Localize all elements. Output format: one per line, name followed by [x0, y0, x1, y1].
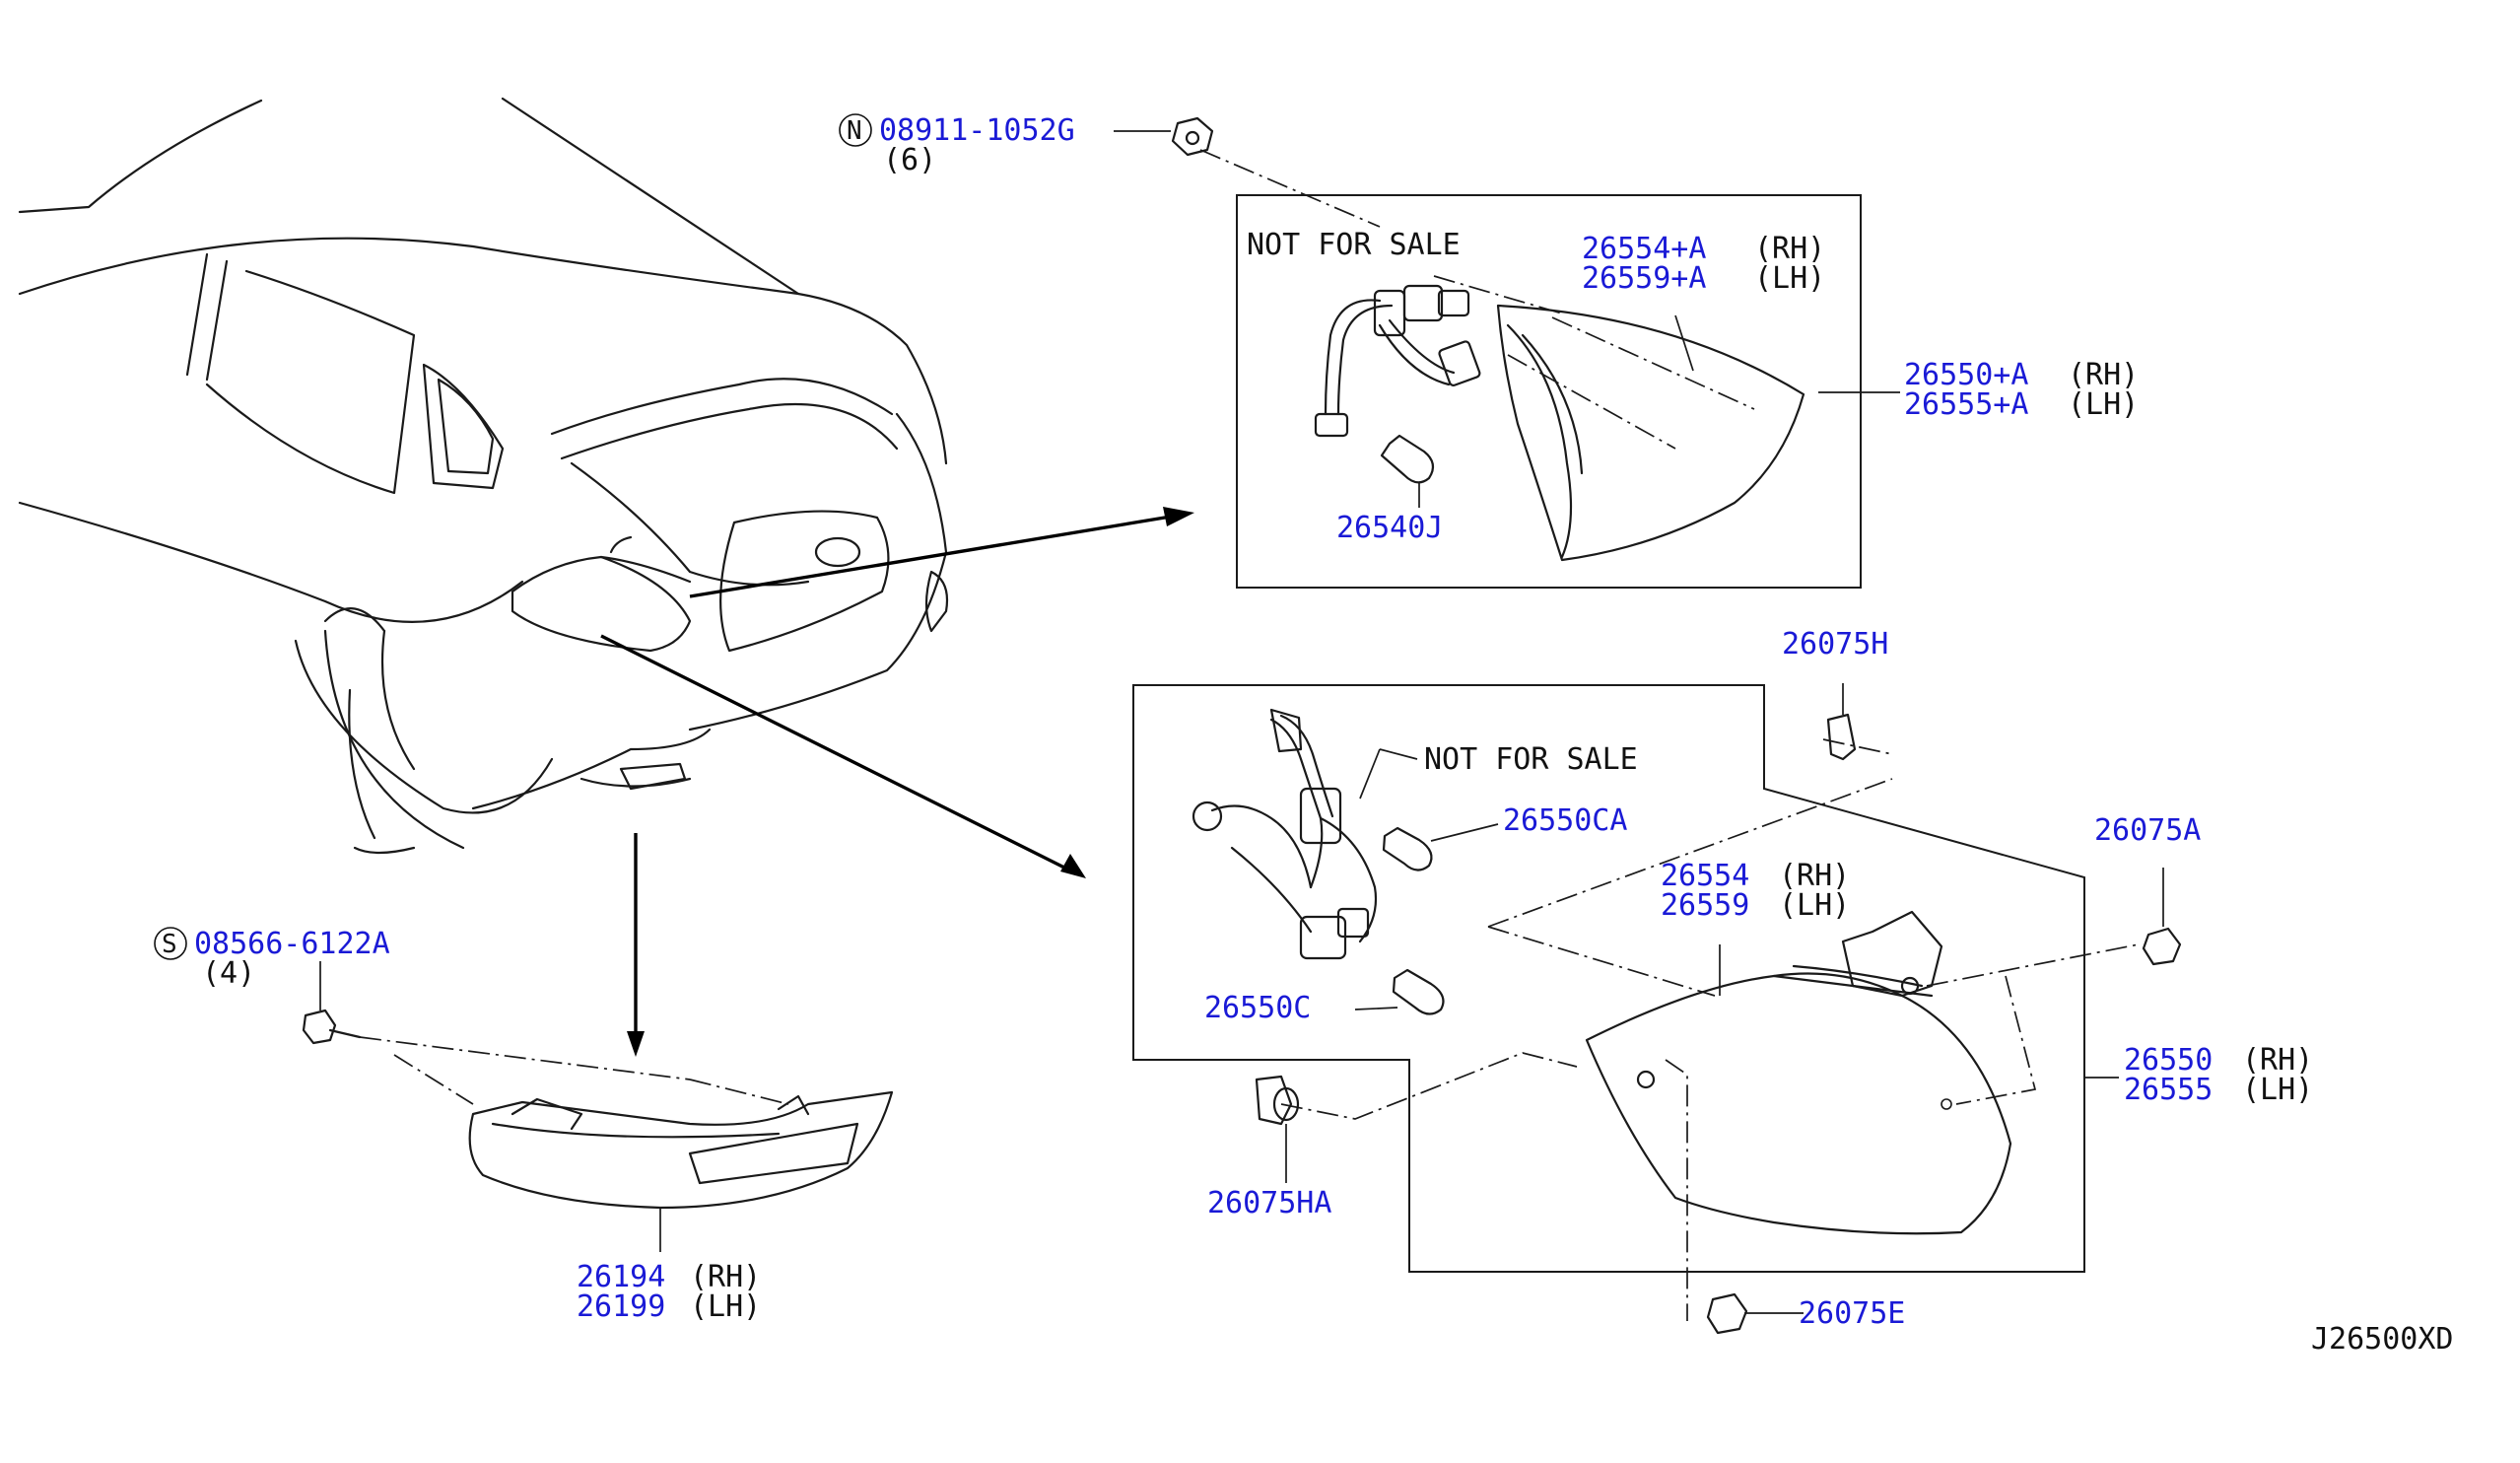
callout-arrows	[600, 507, 1194, 1057]
clip-h-label: 26075H	[1782, 627, 1888, 662]
nut-part-number: 08911-1052G	[879, 113, 1075, 148]
harness-lower	[1192, 708, 1378, 960]
lower-bulb-a: 26550CA	[1503, 803, 1627, 838]
screw-qty: (4)	[202, 956, 255, 991]
lamp-lens-upper	[1496, 304, 1805, 562]
clip-26075a	[2142, 868, 2182, 966]
bulb-26550c	[1354, 968, 1445, 1015]
upper-assy-rh: 26550+A	[1904, 358, 2028, 392]
leader-lines-lower	[1280, 738, 2140, 1321]
bulb-26550ca	[1382, 823, 1499, 871]
vehicle-illustration	[18, 97, 949, 855]
lower-bulb-b: 26550C	[1204, 991, 1311, 1025]
lower-lamp-lh-side: (LH)	[1779, 888, 1850, 923]
upper-box	[1236, 194, 1900, 589]
lower-assy-lh: 26555	[2124, 1073, 2213, 1107]
lower-box	[1132, 684, 2140, 1321]
upper-lamp-lh-side: (LH)	[1754, 261, 1825, 296]
nut-symbol-circle	[839, 113, 872, 147]
not-for-sale-upper: NOT FOR SALE	[1247, 228, 1461, 262]
screw-part-number: 08566-6122A	[194, 927, 390, 961]
lower-lamp-rh-side: (RH)	[1779, 859, 1850, 893]
nut-qty: (6)	[883, 143, 936, 177]
labels: N 08911-1052G (6) NOT FOR SALE 26554+A (…	[154, 113, 2454, 1357]
screw-08566	[302, 961, 789, 1105]
lamp-body-lower	[1585, 910, 2012, 1235]
clip-e-label: 26075E	[1799, 1296, 1905, 1331]
not-for-sale-lower: NOT FOR SALE	[1424, 742, 1638, 777]
leader-lines-upper	[1433, 275, 1900, 450]
clip-a-label: 26075A	[2094, 813, 2201, 848]
lower-lamp-lh: 26559	[1661, 888, 1749, 923]
upper-assy-lh: 26555+A	[1904, 387, 2028, 422]
clip-26075ha	[1255, 1075, 1300, 1183]
reflector-lh: 26199	[577, 1289, 665, 1324]
upper-assy-rh-side: (RH)	[2068, 358, 2139, 392]
nut-symbol: N	[847, 116, 862, 146]
screw-symbol-circle	[154, 927, 187, 960]
lower-assy-rh: 26550	[2124, 1043, 2213, 1078]
diagram-code: J26500XD	[2311, 1322, 2454, 1357]
harness-upper	[1314, 284, 1481, 438]
clip-ha-label: 26075HA	[1207, 1186, 1331, 1220]
upper-lamp-rh-side: (RH)	[1754, 232, 1825, 266]
bulb-26540j	[1380, 434, 1435, 508]
reflector-lh-side: (LH)	[690, 1289, 761, 1324]
upper-lamp-rh: 26554+A	[1582, 232, 1706, 266]
reflector-rh-side: (RH)	[690, 1260, 761, 1294]
clip-26075h	[1826, 683, 1857, 761]
lower-assy-rh-side: (RH)	[2242, 1043, 2313, 1078]
reflector-rh: 26194	[577, 1260, 665, 1294]
reflector	[468, 1090, 894, 1210]
upper-bulb: 26540J	[1336, 511, 1443, 545]
upper-assy-lh-side: (LH)	[2068, 387, 2139, 422]
upper-lamp-lh: 26559+A	[1582, 261, 1706, 296]
lower-lamp-rh: 26554	[1661, 859, 1749, 893]
nut-08911	[1114, 116, 1381, 228]
screw-symbol: S	[162, 930, 177, 959]
clip-26075e	[1706, 1292, 1804, 1335]
lower-assy-lh-side: (LH)	[2242, 1073, 2313, 1107]
